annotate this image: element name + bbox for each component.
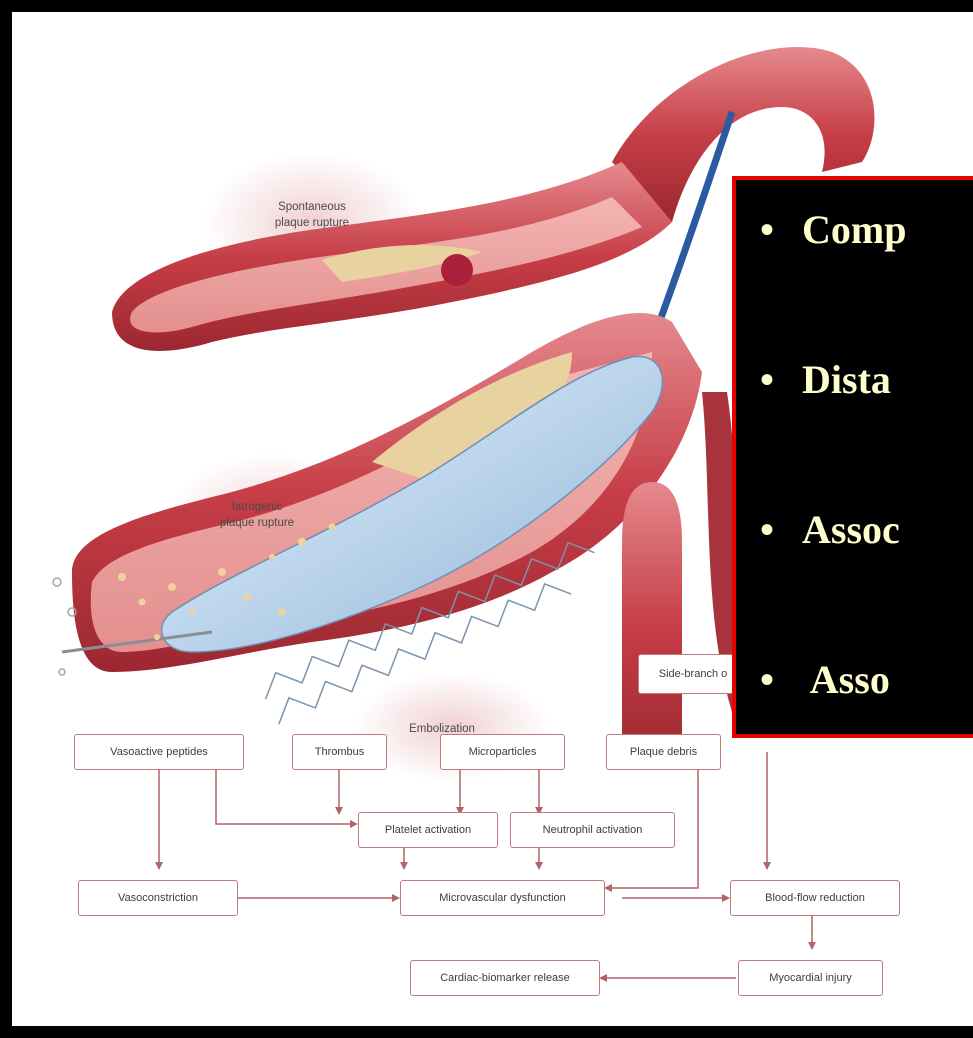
thrombus-blob (441, 254, 473, 286)
side-branch-vessel (622, 482, 682, 767)
box-blood-flow-reduction: Blood-flow reduction (730, 880, 900, 916)
box-vasoconstriction: Vasoconstriction (78, 880, 238, 916)
box-thrombus: Thrombus (292, 734, 387, 770)
callout-box: •Comp •Dista •Assoc • Asso (732, 176, 973, 738)
label-iatrogenic-rupture: Iatrogenic plaque rupture (197, 500, 317, 531)
bullet-marker: • (760, 356, 802, 403)
box-microparticles: Microparticles (440, 734, 565, 770)
callout-bullet: •Assoc (760, 506, 900, 553)
bullet-text: Comp (802, 207, 906, 252)
bullet-text: Dista (802, 357, 891, 402)
box-microvascular-dysfunction: Microvascular dysfunction (400, 880, 605, 916)
flow-connectors (159, 752, 812, 978)
bullet-text: Assoc (802, 507, 900, 552)
bullet-text: Asso (802, 657, 890, 702)
label-spontaneous-rupture: Spontaneous plaque rupture (252, 200, 372, 231)
box-myocardial-injury: Myocardial injury (738, 960, 883, 996)
bullet-marker: • (760, 506, 802, 553)
box-cardiac-biomarker-release: Cardiac-biomarker release (410, 960, 600, 996)
bullet-marker: • (760, 656, 802, 703)
callout-bullet: •Comp (760, 206, 906, 253)
box-platelet-activation: Platelet activation (358, 812, 498, 848)
box-neutrophil-activation: Neutrophil activation (510, 812, 675, 848)
box-vasoactive-peptides: Vasoactive peptides (74, 734, 244, 770)
callout-bullet: • Asso (760, 656, 890, 703)
bullet-marker: • (760, 206, 802, 253)
callout-bullet: •Dista (760, 356, 891, 403)
box-plaque-debris: Plaque debris (606, 734, 721, 770)
